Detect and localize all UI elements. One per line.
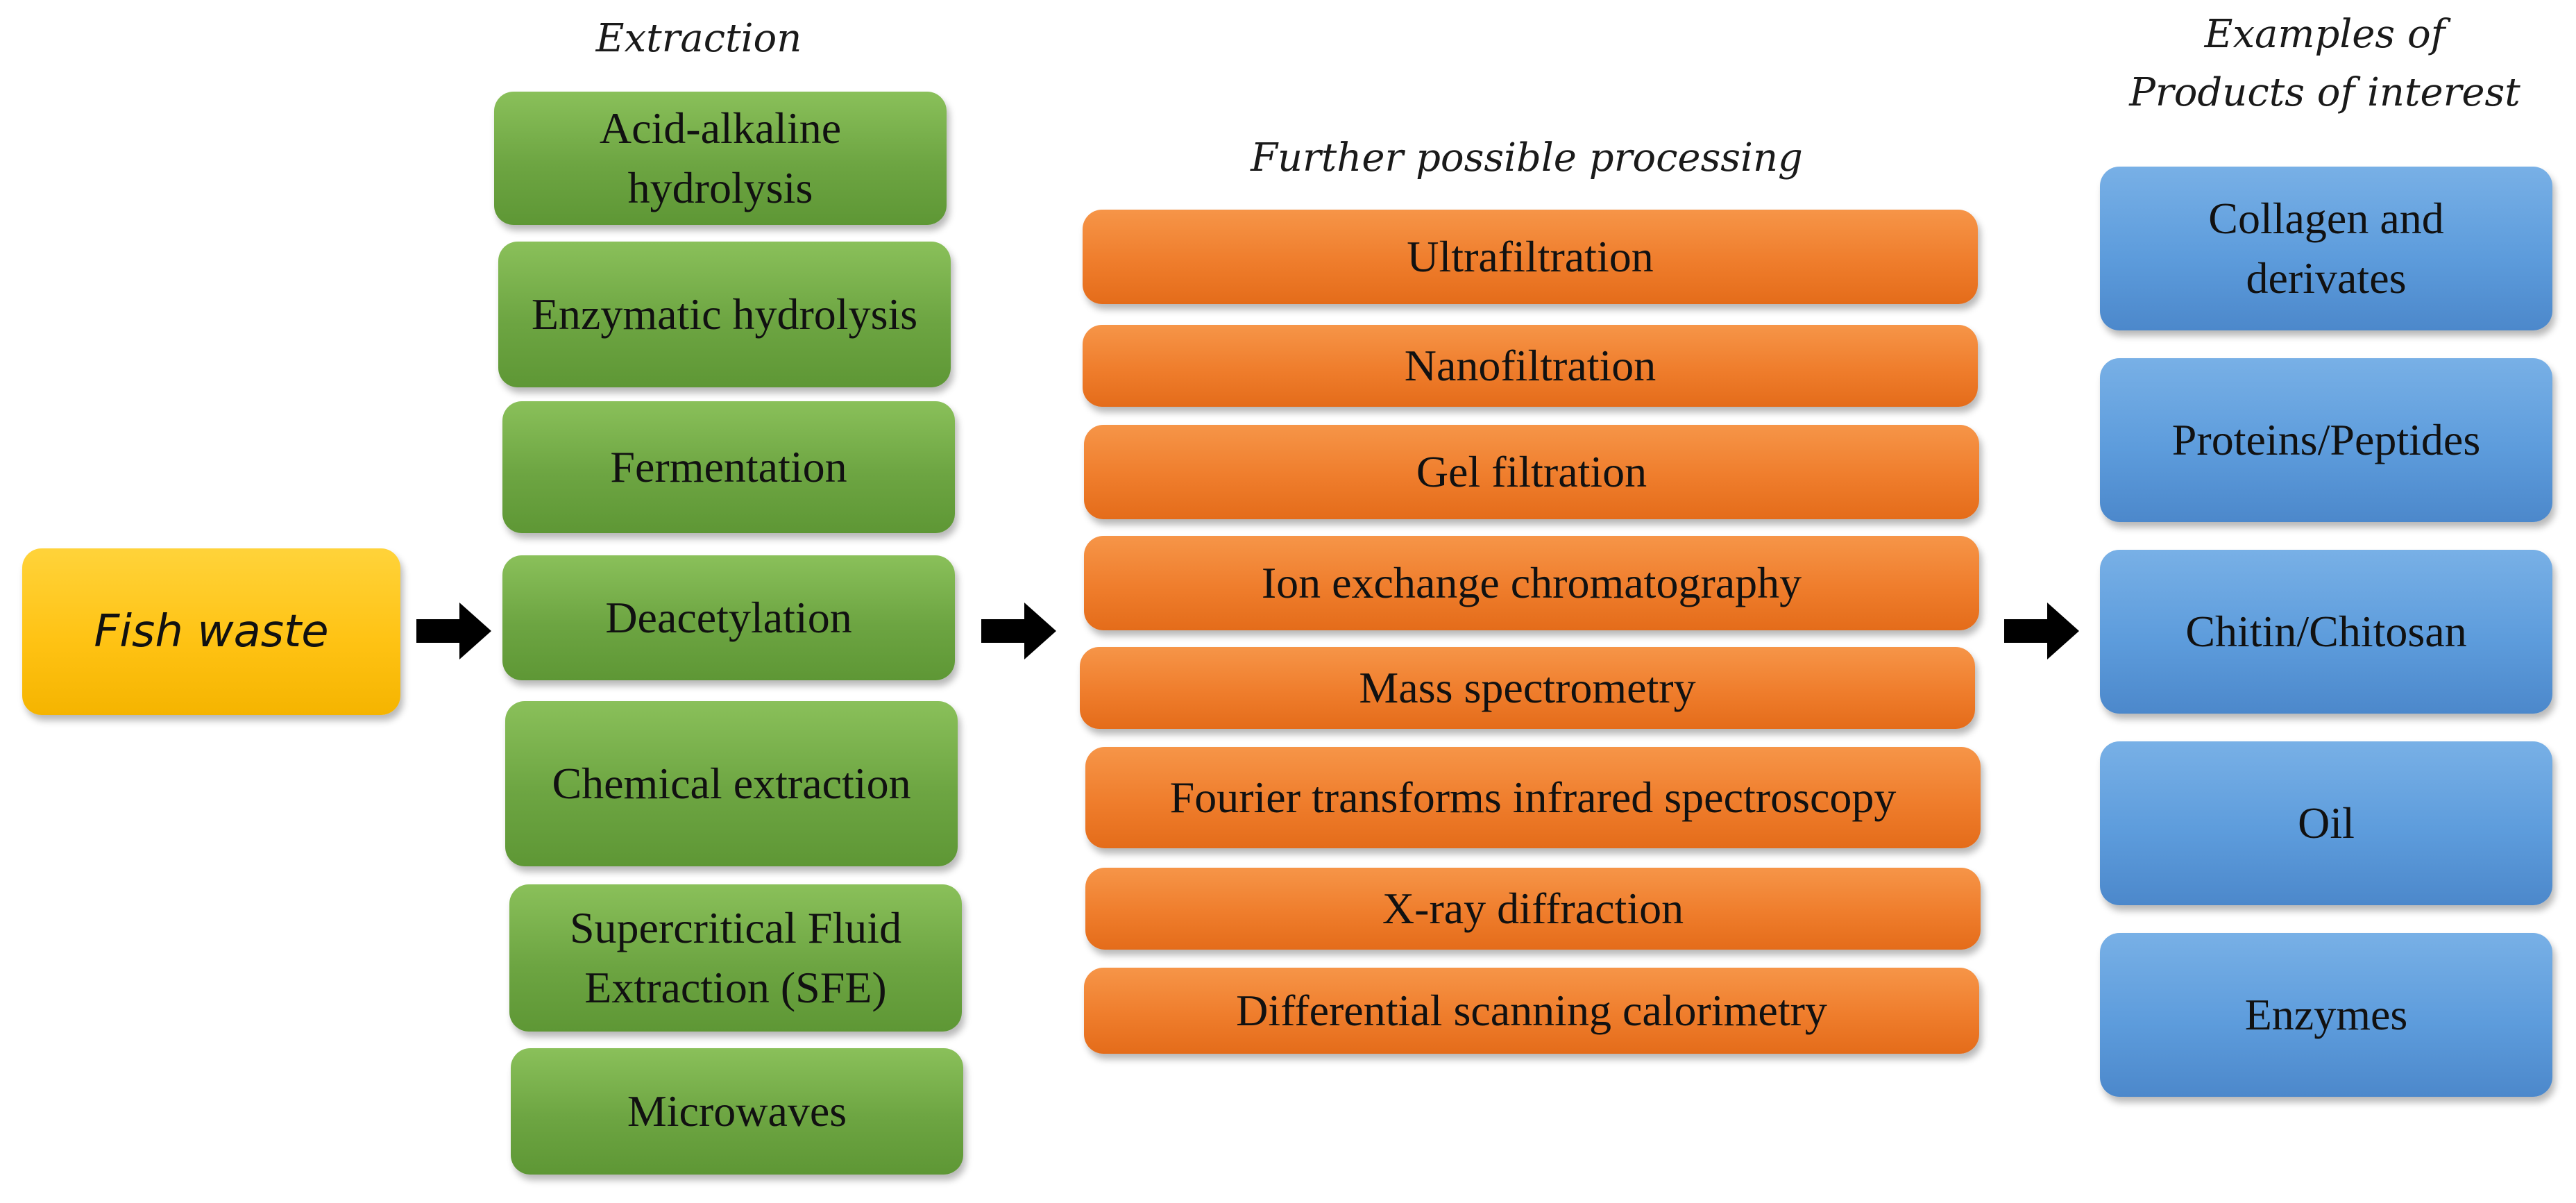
extraction-box-acid-alkaline: Acid-alkaline hydrolysis — [494, 92, 947, 225]
extraction-heading: Extraction — [595, 16, 802, 61]
product-box-collagen: Collagen and derivates — [2100, 167, 2552, 330]
extraction-box-sfe: Supercritical Fluid Extraction (SFE) — [509, 884, 962, 1032]
processing-box-ion-exchange: Ion exchange chromatography — [1084, 536, 1979, 630]
product-label: Proteins/Peptides — [2171, 415, 2481, 464]
extraction-label: Deacetylation — [605, 593, 852, 642]
product-box-enzymes: Enzymes — [2100, 933, 2552, 1097]
extraction-label: Supercritical Fluid Extraction (SFE) — [569, 903, 902, 1012]
right-arrow-icon — [416, 603, 491, 659]
processing-label: Nanofiltration — [1404, 341, 1656, 390]
extraction-box-microwaves: Microwaves — [511, 1048, 963, 1175]
product-box-proteins: Proteins/Peptides — [2100, 358, 2552, 522]
extraction-box-enzymatic: Enzymatic hydrolysis — [498, 242, 951, 387]
processing-label: Fourier transforms infrared spectroscopy — [1169, 773, 1897, 822]
processing-label: Differential scanning calorimetry — [1236, 986, 1827, 1035]
extraction-label: Acid-alkaline hydrolysis — [599, 103, 842, 212]
extraction-box-chemical: Chemical extraction — [505, 701, 958, 866]
product-box-chitin: Chitin/Chitosan — [2100, 550, 2552, 714]
product-label: Chitin/Chitosan — [2185, 607, 2467, 656]
processing-label: X-ray diffraction — [1382, 884, 1684, 933]
products-heading: Examples of Products of interest — [2129, 12, 2520, 115]
extraction-box-deacetylation: Deacetylation — [502, 555, 955, 680]
processing-label: Ion exchange chromatography — [1261, 558, 1802, 607]
processing-box-ftir: Fourier transforms infrared spectroscopy — [1085, 747, 1981, 848]
extraction-label: Chemical extraction — [552, 759, 911, 808]
fish-waste-box: Fish waste — [22, 548, 400, 715]
fish-waste-label: Fish waste — [94, 606, 329, 657]
processing-box-gel-filtration: Gel filtration — [1084, 425, 1979, 519]
right-arrow-icon — [981, 603, 1056, 659]
product-box-oil: Oil — [2100, 741, 2552, 905]
processing-label: Mass spectrometry — [1359, 663, 1696, 712]
extraction-box-fermentation: Fermentation — [502, 401, 955, 533]
processing-heading: Further possible processing — [1251, 135, 1803, 180]
product-label: Oil — [2298, 798, 2355, 848]
right-arrow-icon — [2004, 603, 2079, 659]
processing-box-mass-spectrometry: Mass spectrometry — [1080, 647, 1975, 729]
extraction-label: Microwaves — [627, 1086, 847, 1136]
product-label: Collagen and derivates — [2208, 194, 2444, 303]
processing-box-dsc: Differential scanning calorimetry — [1084, 968, 1979, 1054]
processing-label: Ultrafiltration — [1407, 232, 1654, 281]
extraction-label: Enzymatic hydrolysis — [531, 289, 918, 339]
processing-box-xray: X-ray diffraction — [1085, 868, 1981, 950]
extraction-label: Fermentation — [610, 442, 847, 491]
processing-label: Gel filtration — [1416, 447, 1647, 496]
product-label: Enzymes — [2244, 990, 2408, 1039]
processing-box-ultrafiltration: Ultrafiltration — [1083, 210, 1978, 304]
processing-box-nanofiltration: Nanofiltration — [1083, 325, 1978, 407]
